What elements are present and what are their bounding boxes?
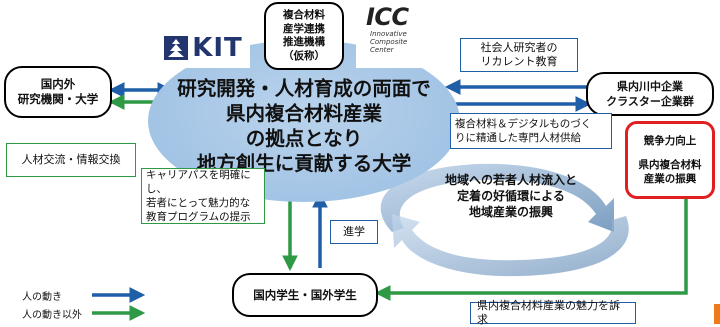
cycle-line-1: 地域への若者人材流入と [444, 173, 577, 187]
students-text: 国内学生・国外学生 [253, 287, 357, 302]
career-line-2: 若者にとって魅力的な [146, 197, 251, 209]
competitiveness-box: 競争力向上 県内複合材料 産業の振興 [625, 121, 715, 199]
recurrent-education-note: 社会人研究者の リカレント教育 [460, 38, 578, 72]
kit-logo-text: KIT [192, 33, 243, 63]
appeal-text: 県内複合材料産業の魅力を訴求 [477, 299, 620, 326]
students-box: 国内学生・国外学生 [232, 273, 378, 317]
corner-accent [714, 304, 720, 324]
competitiveness-line-1: 県内複合材料 [638, 159, 702, 171]
left-org-line-2: 研究機関・大学 [17, 92, 99, 106]
icc-sub-line-1: Innovative [370, 30, 407, 38]
recurrent-line-2: リカレント教育 [480, 55, 558, 68]
kit-logo: KIT [156, 28, 250, 68]
org-line-1: 複合材料 [283, 9, 325, 21]
composite-org-box: 複合材料 産学連携 推進機構 （仮称） [264, 2, 344, 70]
supply-line-2: りに精通した専門人材供給 [455, 132, 581, 144]
cycle-line-2: 定着の好循環による [457, 189, 565, 203]
cycle-line-3: 地域産業の振興 [468, 205, 553, 219]
appeal-note: 県内複合材料産業の魅力を訴求 [470, 299, 636, 326]
career-path-note: キャリアパスを明確にし、 若者にとって魅力的な 教育プログラムの提示 [141, 168, 265, 224]
prefecture-companies-box: 県内川中企業 クラスター企業群 [586, 72, 714, 116]
cycle-message: 地域への若者人材流入と 定着の好循環による 地域産業の振興 [414, 172, 608, 220]
center-line-1: 研究開発・人材育成の両面で [177, 77, 431, 100]
legend-people-label: 人の動き [22, 292, 62, 303]
competitiveness-title: 競争力向上 [643, 135, 697, 147]
competitiveness-line-2: 産業の振興 [643, 173, 697, 185]
center-message: 研究開発・人材育成の両面で 県内複合材料産業 の拠点となり 地方創生に貢献する大… [150, 76, 458, 176]
org-line-2: 産学連携 [283, 22, 325, 35]
exchange-text: 人材交流・情報交換 [21, 153, 121, 166]
right-org-line-1: 県内川中企業 [617, 80, 683, 93]
legend-other-label: 人の動き以外 [22, 310, 82, 321]
right-org-line-2: クラスター企業群 [606, 95, 694, 108]
icc-logo: ICC Innovative Composite Center [356, 4, 436, 68]
org-line-3: 推進機構 [283, 36, 325, 48]
recurrent-line-1: 社会人研究者の [480, 41, 558, 54]
org-line-4: （仮称） [283, 49, 325, 62]
overseas-institutions-box: 国内外 研究機関・大学 [4, 66, 112, 118]
progress-text: 進学 [343, 225, 365, 238]
arrow-industry-to-students [374, 193, 688, 301]
supply-line-1: 複合材料＆デジタルものづく [455, 118, 592, 130]
exchange-note: 人材交流・情報交換 [6, 143, 136, 177]
icc-logo-main: ICC [366, 3, 409, 31]
icc-sub-line-3: Center [370, 46, 394, 54]
icc-logo-sub: Innovative Composite Center [356, 30, 436, 54]
career-line-3: 教育プログラムの提示 [146, 211, 251, 223]
progress-note: 進学 [330, 220, 378, 244]
career-line-1: キャリアパスを明確にし、 [146, 169, 251, 195]
kit-emblem-icon [164, 36, 189, 60]
specialist-supply-note: 複合材料＆デジタルものづく りに精通した専門人材供給 [450, 113, 612, 149]
center-line-2: 県内複合材料産業 [225, 102, 382, 125]
center-line-3: の拠点となり [245, 127, 363, 150]
icc-sub-line-2: Composite [370, 38, 408, 46]
left-org-line-1: 国内外 [40, 77, 76, 91]
cycle-swirl-upper [380, 163, 614, 232]
cycle-swirl-lower [392, 214, 629, 277]
